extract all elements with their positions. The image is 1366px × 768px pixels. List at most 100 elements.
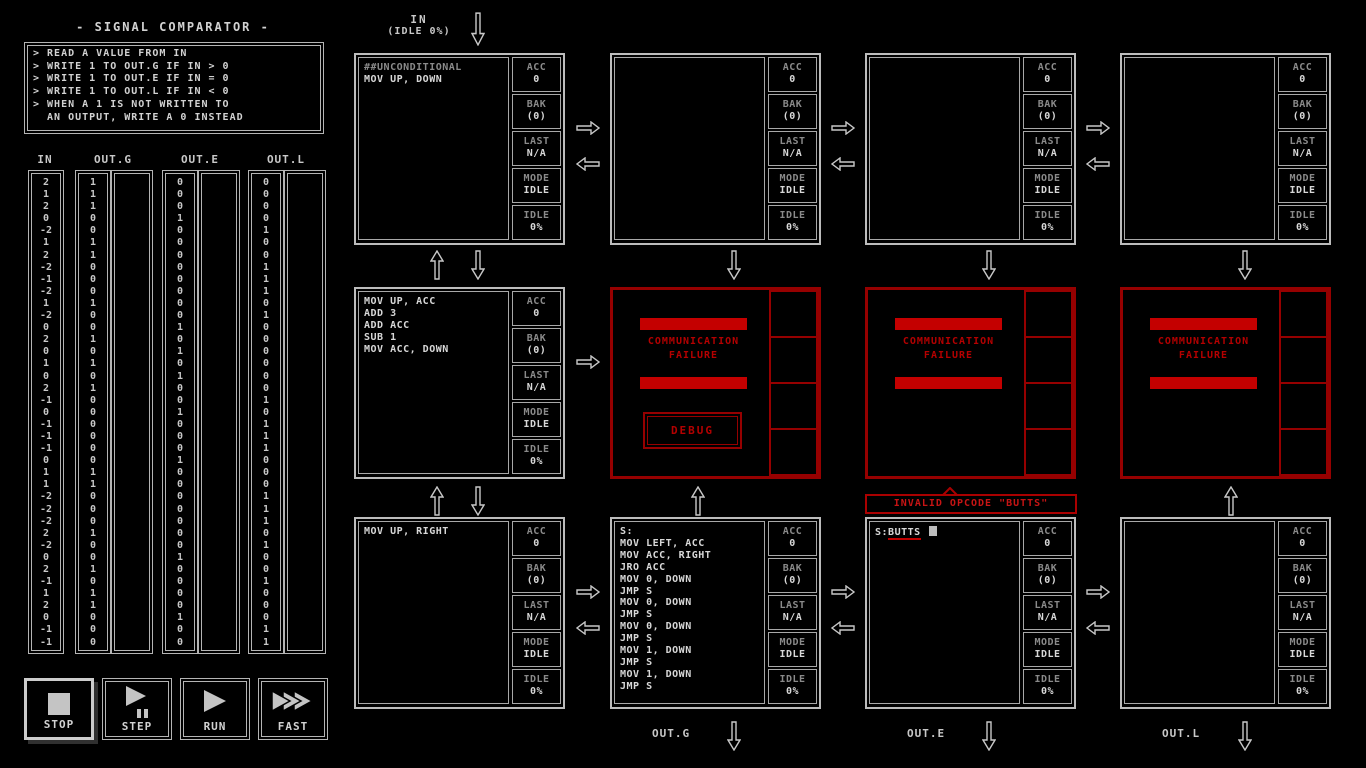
io-outg-actual-values — [114, 173, 150, 651]
code-line: MOV 0, DOWN — [620, 621, 692, 633]
step-icon — [103, 684, 171, 720]
arrow-down-icon — [471, 486, 485, 516]
code-line: MOV UP, ACC — [364, 296, 436, 307]
arrow-left-icon — [576, 621, 600, 635]
register-value: 0 — [533, 73, 540, 85]
register-value: 0 — [533, 307, 540, 319]
failure-register-cell — [1024, 428, 1073, 476]
register-value: 0 — [1044, 537, 1051, 549]
register-label: IDLE — [779, 674, 806, 685]
register-label: ACC — [526, 296, 547, 307]
node-code-editor[interactable] — [869, 57, 1020, 240]
arrow-left-icon — [576, 157, 600, 171]
run-button[interactable]: RUN — [180, 678, 250, 740]
register-label: LAST — [523, 136, 550, 147]
error-caret-icon — [942, 487, 958, 496]
arrow-up-icon — [1224, 486, 1238, 516]
register-label: LAST — [1289, 600, 1316, 611]
node-code-editor[interactable] — [1124, 521, 1275, 704]
register-bak: BAK(0) — [1278, 558, 1327, 593]
register-value: 0 — [1299, 73, 1306, 85]
register-value: (0) — [526, 574, 547, 586]
page-title: - SIGNAL COMPARATOR - — [76, 20, 270, 34]
code-line: MOV LEFT, ACC — [620, 537, 705, 549]
node-code-editor[interactable]: S:BUTTS — [869, 521, 1020, 704]
register-label: BAK — [526, 99, 547, 110]
register-label: IDLE — [523, 674, 550, 685]
failure-text-line1: COMMUNICATION — [1157, 336, 1250, 347]
register-value: N/A — [1292, 147, 1313, 159]
register-value: (0) — [782, 574, 803, 586]
register-bak: BAK(0) — [1023, 558, 1072, 593]
register-value: N/A — [782, 611, 803, 623]
node-code-editor[interactable] — [1124, 57, 1275, 240]
register-label: LAST — [523, 600, 550, 611]
failure-bar — [1150, 318, 1257, 330]
register-label: ACC — [1037, 62, 1058, 73]
node-code-editor[interactable] — [614, 57, 765, 240]
register-bak: BAK(0) — [1023, 94, 1072, 129]
register-label: ACC — [1292, 62, 1313, 73]
failure-bar — [1150, 377, 1257, 389]
failure-register-cell — [769, 290, 818, 338]
failure-text-line1: COMMUNICATION — [902, 336, 995, 347]
fast-button[interactable]: FAST — [258, 678, 328, 740]
register-label: MODE — [523, 407, 550, 418]
node-code-editor[interactable]: MOV UP, RIGHT — [358, 521, 509, 704]
stop-button[interactable]: STOP — [24, 678, 94, 740]
puzzle-description-box: > READ A VALUE FROM IN > WRITE 1 TO OUT.… — [24, 42, 324, 134]
io-outl-expected-values: 0 0 0 0 1 0 0 1 1 1 0 1 0 0 0 0 0 0 1 0 … — [251, 173, 281, 651]
failure-text-line2: FAILURE — [668, 350, 719, 361]
io-oute-actual-column — [198, 170, 240, 654]
register-label: LAST — [523, 370, 550, 381]
step-button[interactable]: STEP — [102, 678, 172, 740]
register-bak: BAK(0) — [512, 558, 561, 593]
code-line: JMP S — [620, 656, 653, 668]
register-value: 0 — [533, 537, 540, 549]
register-value: (0) — [1037, 110, 1058, 122]
register-label: MODE — [523, 637, 550, 648]
register-label: MODE — [1289, 173, 1316, 184]
debug-button[interactable]: DEBUG — [643, 412, 742, 449]
register-value: N/A — [1292, 611, 1313, 623]
failure-register-cell — [769, 428, 818, 476]
failure-bar — [895, 318, 1002, 330]
failure-register-cell — [1279, 382, 1328, 430]
io-header-outg: OUT.G — [93, 153, 133, 166]
io-header-outl: OUT.L — [266, 153, 306, 166]
arrow-right-icon — [576, 585, 600, 599]
register-label: IDLE — [1289, 210, 1316, 221]
arrow-left-icon — [1086, 621, 1110, 635]
register-label: LAST — [779, 136, 806, 147]
arrow-up-icon — [430, 250, 444, 280]
register-label: MODE — [779, 173, 806, 184]
code-line: MOV ACC, RIGHT — [620, 549, 712, 561]
io-in-values: 2 1 2 0 -2 1 2 -2 -1 -2 1 -2 0 2 0 1 0 2… — [31, 173, 61, 651]
register-label: MODE — [523, 173, 550, 184]
arrow-down-icon — [1238, 250, 1252, 280]
failure-register-cell — [1024, 382, 1073, 430]
register-value: (0) — [1037, 574, 1058, 586]
register-value: N/A — [1037, 147, 1058, 159]
failure-bar — [640, 377, 747, 389]
register-value: (0) — [526, 110, 547, 122]
